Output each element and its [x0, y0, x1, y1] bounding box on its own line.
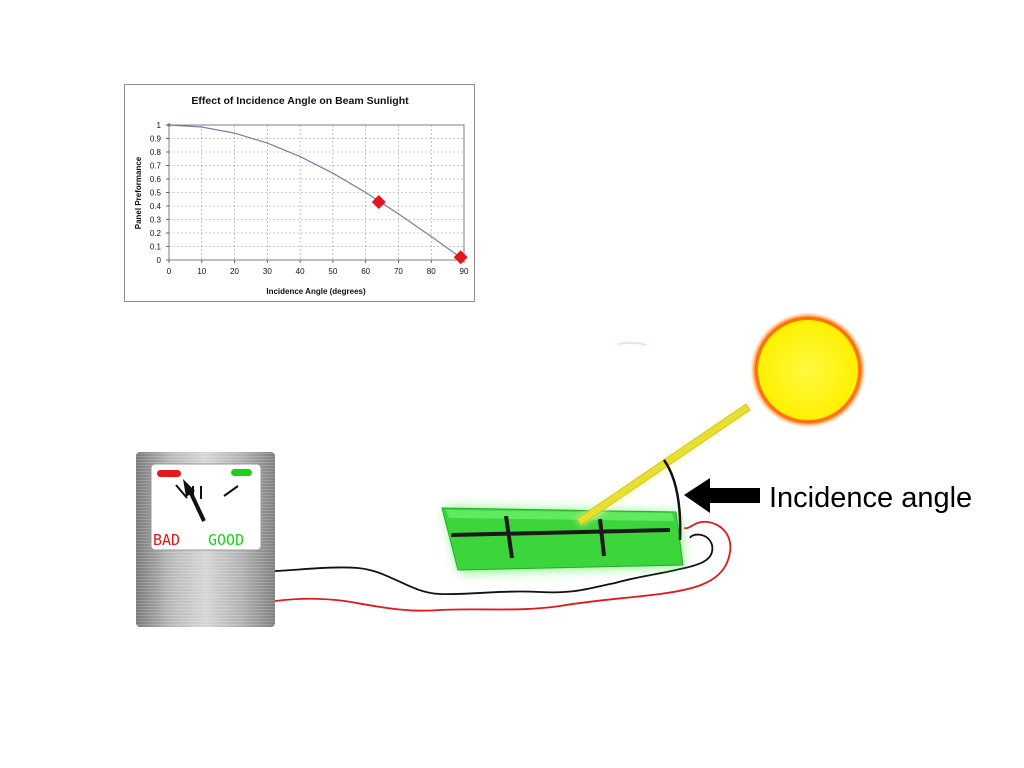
panel-line-vertical-2: [598, 518, 606, 557]
x-tick-label: 90: [460, 267, 469, 276]
panel-line-horizontal: [450, 528, 671, 537]
x-tick-label: 30: [263, 267, 272, 276]
y-tick-label: 0.1: [150, 243, 162, 252]
incidence-arrow: [684, 478, 760, 513]
x-tick-label: 70: [394, 267, 403, 276]
x-axis-label: Incidence Angle (degrees): [266, 287, 366, 296]
good-indicator-light: [231, 469, 252, 476]
y-tick-label: 0.9: [150, 135, 162, 144]
faint-mark: [617, 341, 647, 346]
meter-needle-tip: [183, 479, 195, 497]
good-label: GOOD: [208, 531, 244, 549]
bad-indicator-light: [157, 470, 181, 477]
meter-needle: [187, 488, 206, 522]
chart-markers: [371, 194, 468, 265]
bad-label: BAD: [153, 531, 180, 549]
red-wire: [274, 520, 732, 612]
x-tick-label: 40: [296, 267, 305, 276]
y-tick-label: 0.4: [150, 202, 162, 211]
y-tick-label: 0.2: [150, 229, 162, 238]
chart-svg: Effect of Incidence Angle on Beam Sunlig…: [134, 95, 469, 296]
panel-line-vertical-1: [504, 515, 514, 559]
data-marker-diamond: [453, 250, 468, 265]
data-marker-diamond: [371, 194, 386, 209]
black-wire: [274, 533, 714, 596]
incidence-angle-label: Incidence angle: [769, 482, 972, 514]
y-tick-label: 0: [157, 256, 162, 265]
series-line: [168, 124, 465, 261]
chart-series: [167, 123, 465, 261]
solar-panel: [441, 507, 684, 572]
x-tick-label: 50: [328, 267, 337, 276]
incidence-chart: Effect of Incidence Angle on Beam Sunlig…: [124, 84, 475, 302]
meter-dial-face: [150, 463, 262, 551]
x-tick-label: 0: [167, 267, 172, 276]
incidence-angle-arc: [662, 459, 682, 541]
y-tick-label: 0.5: [150, 189, 162, 198]
x-tick-label: 60: [361, 267, 370, 276]
y-tick-label: 0.8: [150, 148, 162, 157]
chart-axes: 0 10 20 30 40 50 60 70 80 90 0 0.1 0.2 0.3 0.4 0.5 0.6 0.…: [150, 121, 469, 276]
y-tick-label: 0.7: [150, 162, 162, 171]
y-tick-label: 0.3: [150, 216, 162, 225]
x-tick-label: 10: [197, 267, 206, 276]
y-tick-label: 0.6: [150, 175, 162, 184]
y-tick-label: 1: [157, 121, 162, 130]
light-meter: BAD GOOD: [136, 452, 275, 627]
y-axis-label: Panel Preformance: [134, 156, 143, 229]
sun: [750, 312, 866, 428]
series-start-point: [167, 123, 171, 127]
x-tick-label: 80: [427, 267, 436, 276]
sun-beam: [575, 403, 751, 526]
chart-title: Effect of Incidence Angle on Beam Sunlig…: [191, 95, 409, 107]
x-tick-label: 20: [230, 267, 239, 276]
